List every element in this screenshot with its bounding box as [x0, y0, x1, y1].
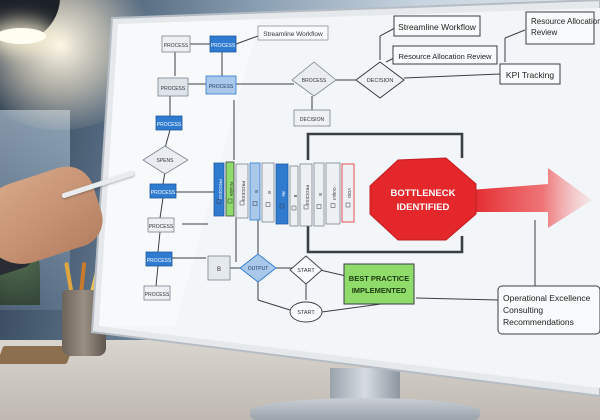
- process-box-label: PROCESS: [161, 86, 186, 92]
- kpi-tracking-label: KPI Tracking: [506, 70, 554, 80]
- consulting-label: Recommendations: [503, 317, 574, 327]
- small-box-b[interactable]: [207, 255, 231, 281]
- process-bar-label: Re: [281, 191, 286, 197]
- process-bar-label: PROCESS: [218, 179, 223, 200]
- process-box-label: PROCESS: [145, 292, 170, 298]
- bottleneck-label: IDENTIFIED: [397, 202, 450, 213]
- process-box-label: PROCESS: [147, 258, 172, 264]
- resource-allocation-label-line2: Review: [531, 28, 557, 37]
- process-bar[interactable]: [213, 162, 225, 217]
- process-bar[interactable]: [261, 162, 275, 223]
- process-bar-label: B: [318, 193, 323, 196]
- process-bar[interactable]: [275, 163, 289, 225]
- start-label: START: [297, 310, 315, 316]
- process-box-label: PROCESS: [157, 122, 182, 128]
- process-box-blue[interactable]: [155, 115, 183, 131]
- bottleneck-arrow: [470, 168, 592, 228]
- resource-allocation-box[interactable]: [525, 11, 595, 45]
- output-diamond[interactable]: [239, 253, 277, 283]
- start-diamond[interactable]: [289, 255, 323, 285]
- process-box[interactable]: [161, 35, 191, 53]
- process-box-blue[interactable]: [209, 35, 237, 53]
- kpi-tracking-box[interactable]: [499, 63, 561, 85]
- decision-label: SPENS: [157, 158, 175, 164]
- consulting-label: Operational Excellence: [503, 293, 591, 303]
- checkbox-icon: [330, 203, 336, 208]
- monitor-base: [250, 398, 480, 420]
- process-box[interactable]: [157, 77, 189, 97]
- process-bar[interactable]: [341, 163, 355, 223]
- checkbox-icon: [303, 204, 309, 210]
- streamline-workflow-box[interactable]: [257, 25, 329, 41]
- process-diamond[interactable]: [291, 61, 337, 97]
- process-bar-label: B: [293, 195, 298, 198]
- decision-box[interactable]: [293, 109, 331, 127]
- process-bar[interactable]: [289, 165, 299, 227]
- process-bar[interactable]: [249, 162, 261, 221]
- process-box-label: PROCESS: [149, 224, 174, 230]
- checkbox-icon: [239, 200, 245, 206]
- checkbox-icon: [227, 198, 233, 204]
- process-bar[interactable]: [325, 162, 341, 225]
- checkbox-icon: [279, 203, 285, 209]
- process-box-blue[interactable]: [149, 183, 177, 199]
- process-box-label: PROCESS: [164, 43, 189, 49]
- resource-allocation-review-label: Resource Allocation Review: [399, 52, 493, 61]
- bottleneck-octagon[interactable]: [369, 157, 477, 241]
- streamline-workflow-box[interactable]: [393, 15, 481, 37]
- consulting-box[interactable]: [497, 285, 600, 335]
- consulting-label: Consulting: [503, 305, 543, 315]
- process-box-label: PROCESS: [211, 43, 236, 49]
- process-bar[interactable]: [235, 163, 249, 219]
- decision-box-label: DECISION: [300, 117, 325, 123]
- checkbox-icon: [265, 202, 271, 207]
- process-bar[interactable]: [313, 162, 325, 227]
- process-box[interactable]: [147, 217, 175, 233]
- process-box[interactable]: [143, 285, 171, 301]
- decision-diamond[interactable]: [142, 145, 189, 175]
- checkbox-icon: [216, 199, 222, 204]
- process-bar-label: Output: [332, 187, 337, 200]
- checkbox-icon: [316, 204, 322, 209]
- best-practice-label: BEST PRACTICE: [349, 274, 409, 283]
- lamp-bulb: [0, 28, 46, 44]
- process-bar-label: VOID: [347, 188, 352, 198]
- checkbox-icon: [252, 201, 258, 206]
- best-practice-box[interactable]: [343, 263, 415, 305]
- screen-glare: [99, 19, 260, 326]
- decision-diamond[interactable]: [355, 61, 405, 99]
- decision-label: DECISION: [367, 78, 394, 84]
- small-box-label: B: [217, 267, 221, 273]
- process-box-blue[interactable]: [145, 251, 173, 267]
- process-bar-label: B: [267, 191, 272, 194]
- output-label: OUTPUT: [248, 266, 269, 272]
- process-bar[interactable]: [299, 163, 313, 227]
- process-bar-label: Finalize: [229, 182, 234, 197]
- streamline-workflow-label: Streamline Workflow: [398, 22, 477, 32]
- checkbox-icon: [291, 205, 297, 211]
- process-box-label: PROCESS: [209, 84, 234, 90]
- start-label: START: [297, 268, 315, 274]
- process-bar-label: PROCESS: [305, 185, 310, 206]
- bottleneck-label: BOTTLENECK: [391, 188, 456, 199]
- process-bar-label: B: [254, 190, 259, 193]
- process-box-label: PROCESS: [151, 190, 176, 196]
- process-bar[interactable]: [225, 161, 235, 217]
- process-box-blue[interactable]: [205, 75, 237, 95]
- resource-allocation-review-box[interactable]: [392, 45, 498, 65]
- process-diamond-label: BROCESS: [302, 78, 327, 84]
- process-bar-label: PROCESS: [241, 181, 246, 202]
- checkbox-icon: [345, 202, 351, 208]
- resource-allocation-label: Resource Allocation: [531, 17, 600, 26]
- streamline-workflow-label: Streamline Workflow: [263, 31, 323, 38]
- start-terminal[interactable]: [289, 301, 323, 323]
- best-practice-label: IMPLEMENTED: [352, 286, 407, 295]
